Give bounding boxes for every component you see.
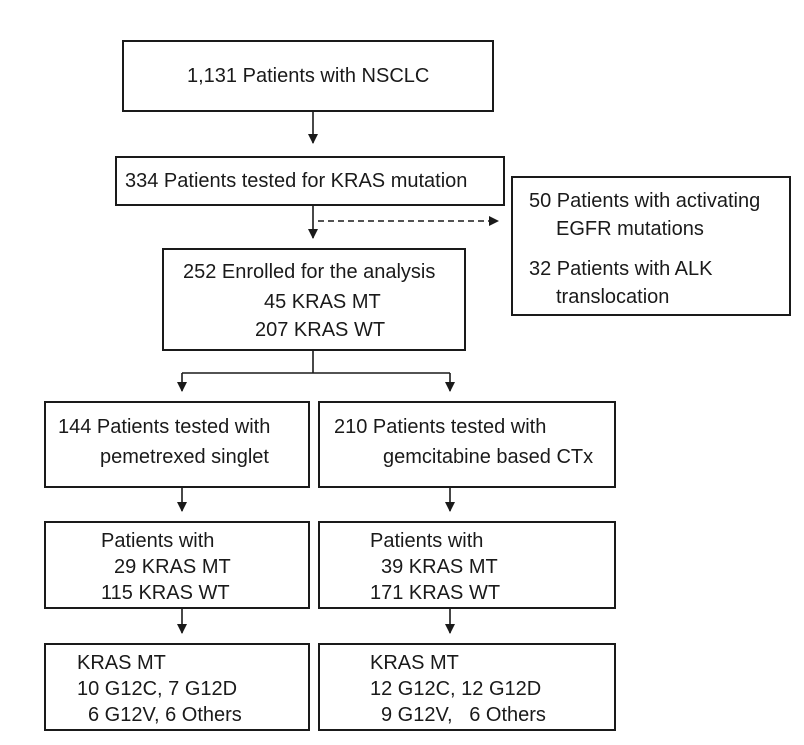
gem-mt-g12v-others-text: 9 G12V, 6 Others <box>381 704 546 726</box>
pemetrexed-treatment-text: pemetrexed singlet <box>100 446 269 468</box>
pem-kras-mt-text: 29 KRAS MT <box>114 556 231 578</box>
enrolled-kras-mt-text: 45 KRAS MT <box>264 291 381 313</box>
pem-mt-heading-text: KRAS MT <box>77 652 166 674</box>
gem-kras-wt-text: 171 KRAS WT <box>370 582 501 604</box>
excluded-patients-box: 50 Patients with activating EGFR mutatio… <box>511 176 791 316</box>
gemcitabine-box: 210 Patients tested with gemcitabine bas… <box>318 401 616 488</box>
excluded-egfr-text-cont: EGFR mutations <box>556 218 704 240</box>
gem-mt-g12c-g12d-text: 12 G12C, 12 G12D <box>370 678 542 700</box>
excluded-alk-text: 32 Patients with ALK <box>529 258 713 280</box>
gem-kras-heading-text: Patients with <box>370 530 484 552</box>
pem-mt-g12v-others-text: 6 G12V, 6 Others <box>88 704 242 726</box>
pemetrexed-box: 144 Patients tested with pemetrexed sing… <box>44 401 310 488</box>
pem-kras-heading-text: Patients with <box>101 530 215 552</box>
excluded-alk-text-cont: translocation <box>556 286 670 308</box>
gemcitabine-count-text: 210 Patients tested with <box>334 416 547 438</box>
gemcitabine-kras-box: Patients with 39 KRAS MT 171 KRAS WT <box>318 521 616 609</box>
tested-patients-box: 334 Patients tested for KRAS mutation <box>115 156 505 206</box>
gem-mt-heading-text: KRAS MT <box>370 652 459 674</box>
pem-kras-wt-text: 115 KRAS WT <box>101 582 230 604</box>
gem-kras-mt-text: 39 KRAS MT <box>381 556 498 578</box>
pemetrexed-kras-box: Patients with 29 KRAS MT 115 KRAS WT <box>44 521 310 609</box>
gemcitabine-mt-subtype-box: KRAS MT 12 G12C, 12 G12D 9 G12V, 6 Other… <box>318 643 616 731</box>
total-patients-box: 1,131 Patients with NSCLC <box>122 40 494 112</box>
tested-patients-text: 334 Patients tested for KRAS mutation <box>125 170 468 192</box>
enrolled-box: 252 Enrolled for the analysis 45 KRAS MT… <box>162 248 466 351</box>
total-patients-text: 1,131 Patients with NSCLC <box>187 65 430 87</box>
enrolled-title-text: 252 Enrolled for the analysis <box>183 261 436 283</box>
enrolled-kras-wt-text: 207 KRAS WT <box>255 319 386 341</box>
pemetrexed-mt-subtype-box: KRAS MT 10 G12C, 7 G12D 6 G12V, 6 Others <box>44 643 310 731</box>
pem-mt-g12c-g12d-text: 10 G12C, 7 G12D <box>77 678 238 700</box>
gemcitabine-treatment-text: gemcitabine based CTx <box>383 446 594 468</box>
excluded-egfr-text: 50 Patients with activating <box>529 190 761 212</box>
pemetrexed-count-text: 144 Patients tested with <box>58 416 271 438</box>
